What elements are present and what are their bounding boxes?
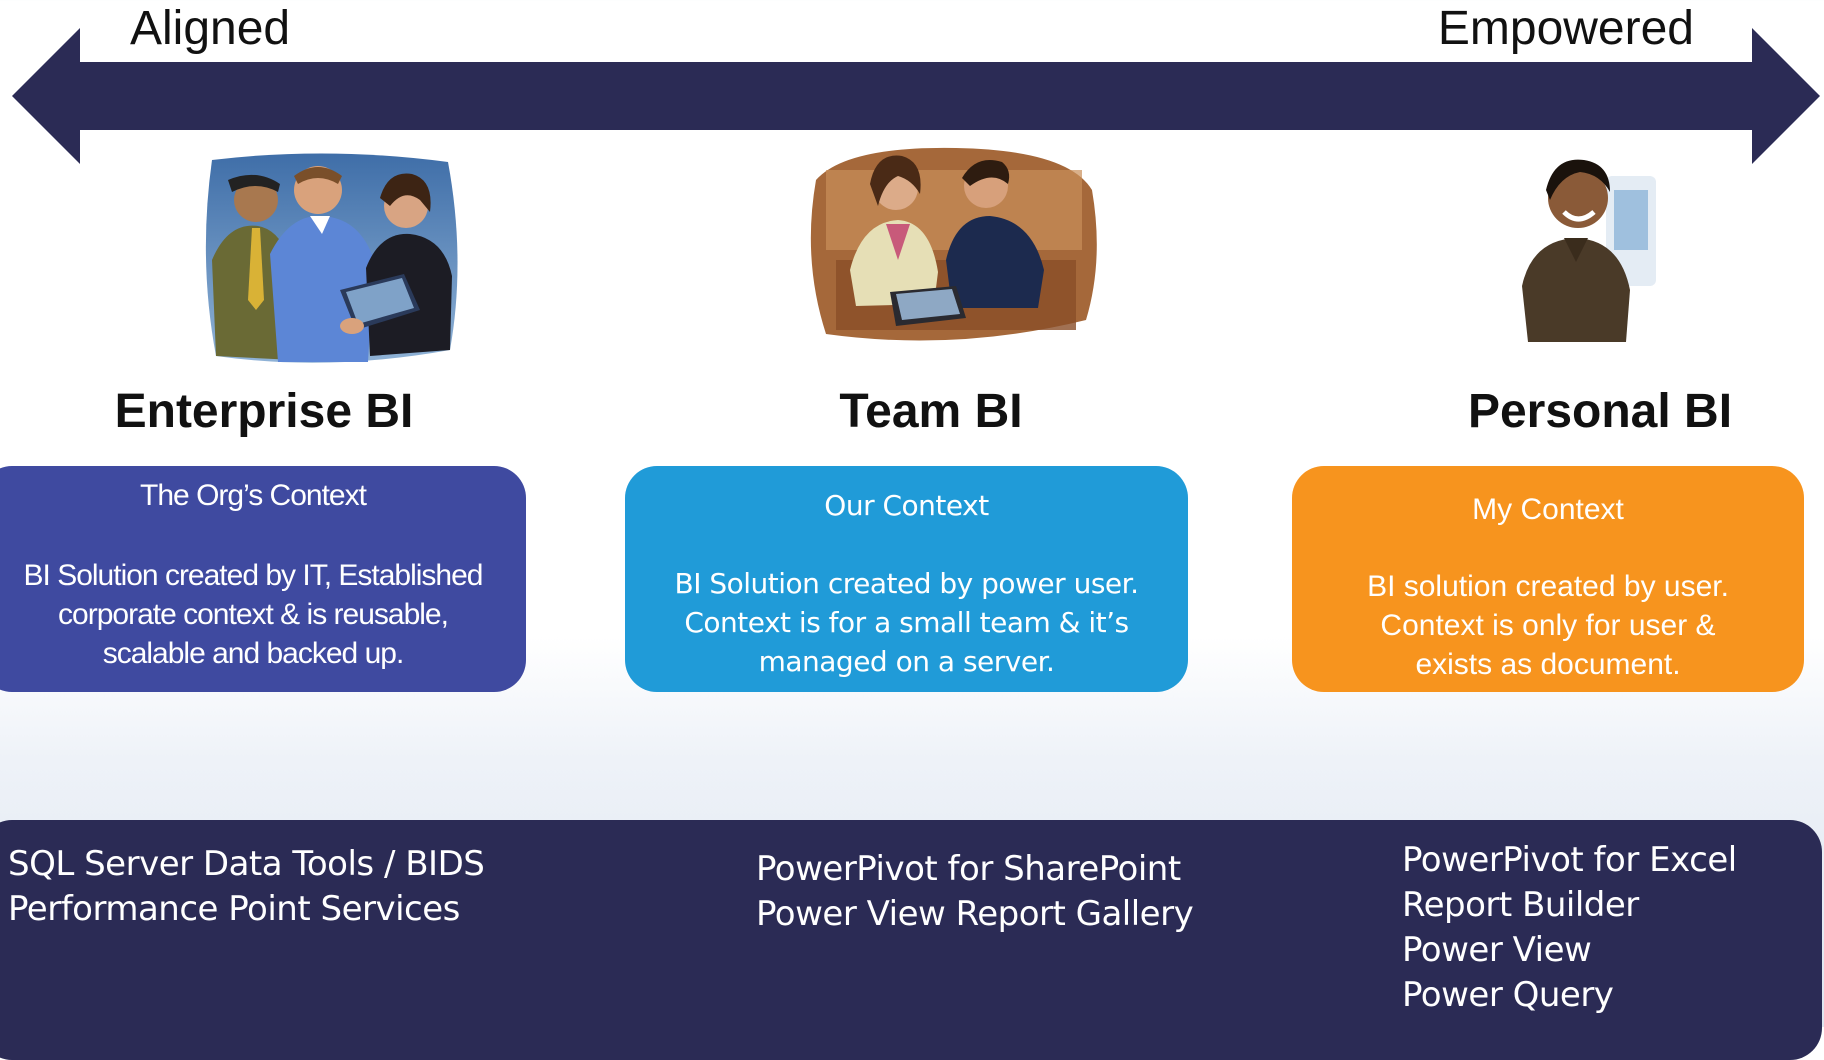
tool-item: PowerPivot for SharePoint xyxy=(756,849,1181,889)
tool-item: Performance Point Services xyxy=(8,889,460,929)
personal-context-heading: My Context xyxy=(1472,493,1624,526)
team-bi-title: Team BI xyxy=(839,385,1023,438)
spectrum-double-arrow xyxy=(12,28,1820,164)
enterprise-tools-list: SQL Server Data Tools / BIDS Performance… xyxy=(8,842,485,932)
personal-bi-title: Personal BI xyxy=(1467,385,1733,438)
tools-panel xyxy=(0,820,1822,1060)
tool-item: Power View Report Gallery xyxy=(756,894,1194,934)
personal-user-photo xyxy=(1522,159,1656,342)
enterprise-context-heading: The Org’s Context xyxy=(140,479,367,512)
empowered-label: Empowered xyxy=(1437,2,1694,55)
tool-item: PowerPivot for Excel xyxy=(1402,840,1737,880)
team-tools-list: PowerPivot for SharePoint Power View Rep… xyxy=(756,847,1194,937)
tool-item: Power View xyxy=(1402,930,1592,970)
personal-tools-list: PowerPivot for Excel Report Builder Powe… xyxy=(1402,838,1737,1018)
team-context-box: Our Context BI Solution created by power… xyxy=(625,466,1188,692)
team-context-description: BI Solution created by power user. Conte… xyxy=(674,567,1139,678)
tool-item: SQL Server Data Tools / BIDS xyxy=(8,844,485,884)
personal-context-box: My Context BI solution created by user. … xyxy=(1292,466,1804,692)
team-context-heading: Our Context xyxy=(824,489,989,522)
tool-item: Power Query xyxy=(1402,975,1614,1015)
personal-context-description: BI solution created by user. Context is … xyxy=(1367,570,1729,681)
enterprise-team-photo xyxy=(205,153,458,363)
enterprise-context-description: BI Solution created by IT, Established c… xyxy=(23,559,484,670)
team-collaboration-photo xyxy=(810,147,1097,341)
tool-item: Report Builder xyxy=(1402,885,1639,925)
enterprise-bi-title: Enterprise BI xyxy=(114,385,414,438)
enterprise-context-box: The Org’s Context BI Solution created by… xyxy=(0,466,526,692)
aligned-label: Aligned xyxy=(130,2,291,55)
